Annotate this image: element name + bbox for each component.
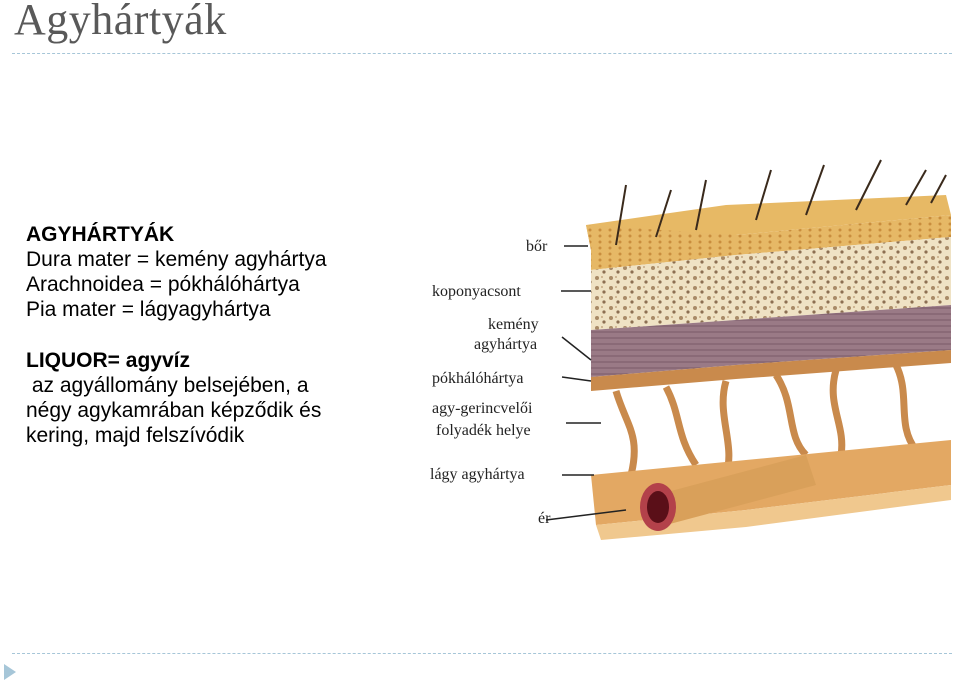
label-liquor-1: agy-gerincvelői xyxy=(432,400,533,417)
label-lagy-agyhartya: lágy agyhártya xyxy=(430,466,525,483)
label-pointers xyxy=(545,245,627,521)
skull-bone-right xyxy=(736,237,951,320)
text-line-arachnoidea: Arachnoidea = pókhálóhártya xyxy=(26,273,300,296)
skull-bone xyxy=(591,255,736,330)
bottom-divider xyxy=(12,653,952,654)
meninges-illustration: bőr koponyacsont kemény agyhártya pókhál… xyxy=(426,155,960,540)
bullet-arrow-icon xyxy=(4,664,16,680)
label-bor: bőr xyxy=(526,238,548,255)
liquor-line-2: négy agykamrában képződik és xyxy=(26,399,322,422)
label-koponyacsont: koponyacsont xyxy=(432,283,521,300)
dura-layer-right xyxy=(736,305,951,365)
text-block: AGYHÁRTYÁK Dura mater = kemény agyhártya… xyxy=(26,222,426,448)
slide-title: Agyhártyák xyxy=(14,0,227,44)
meninges-diagram: bőr koponyacsont kemény agyhártya pókhál… xyxy=(430,159,951,540)
trabeculae xyxy=(612,363,919,477)
text-line-dura: Dura mater = kemény agyhártya xyxy=(26,248,327,271)
dura-layer xyxy=(591,320,736,377)
liquor-line-3: kering, majd felszívódik xyxy=(26,424,245,447)
skin-layer-right xyxy=(736,215,951,255)
hairs xyxy=(615,159,947,246)
label-kemeny-2: agyhártya xyxy=(474,336,537,353)
skin-layer xyxy=(586,225,736,270)
label-er: ér xyxy=(538,510,551,527)
label-liquor-2: folyadék helye xyxy=(436,422,531,439)
liquor-heading: LIQUOR= agyvíz xyxy=(26,349,190,372)
brain-surface xyxy=(596,485,951,540)
liquor-line-1: az agyállomány belsejében, a xyxy=(26,374,309,397)
top-divider xyxy=(12,53,952,54)
section-heading: AGYHÁRTYÁK xyxy=(26,223,175,246)
label-pokhalohartya: pókhálóhártya xyxy=(432,370,524,387)
label-kemeny-1: kemény xyxy=(488,316,539,333)
arachnoid-layer xyxy=(591,350,951,391)
blood-vessel xyxy=(640,455,816,531)
text-line-pia: Pia mater = lágyagyhártya xyxy=(26,298,271,321)
